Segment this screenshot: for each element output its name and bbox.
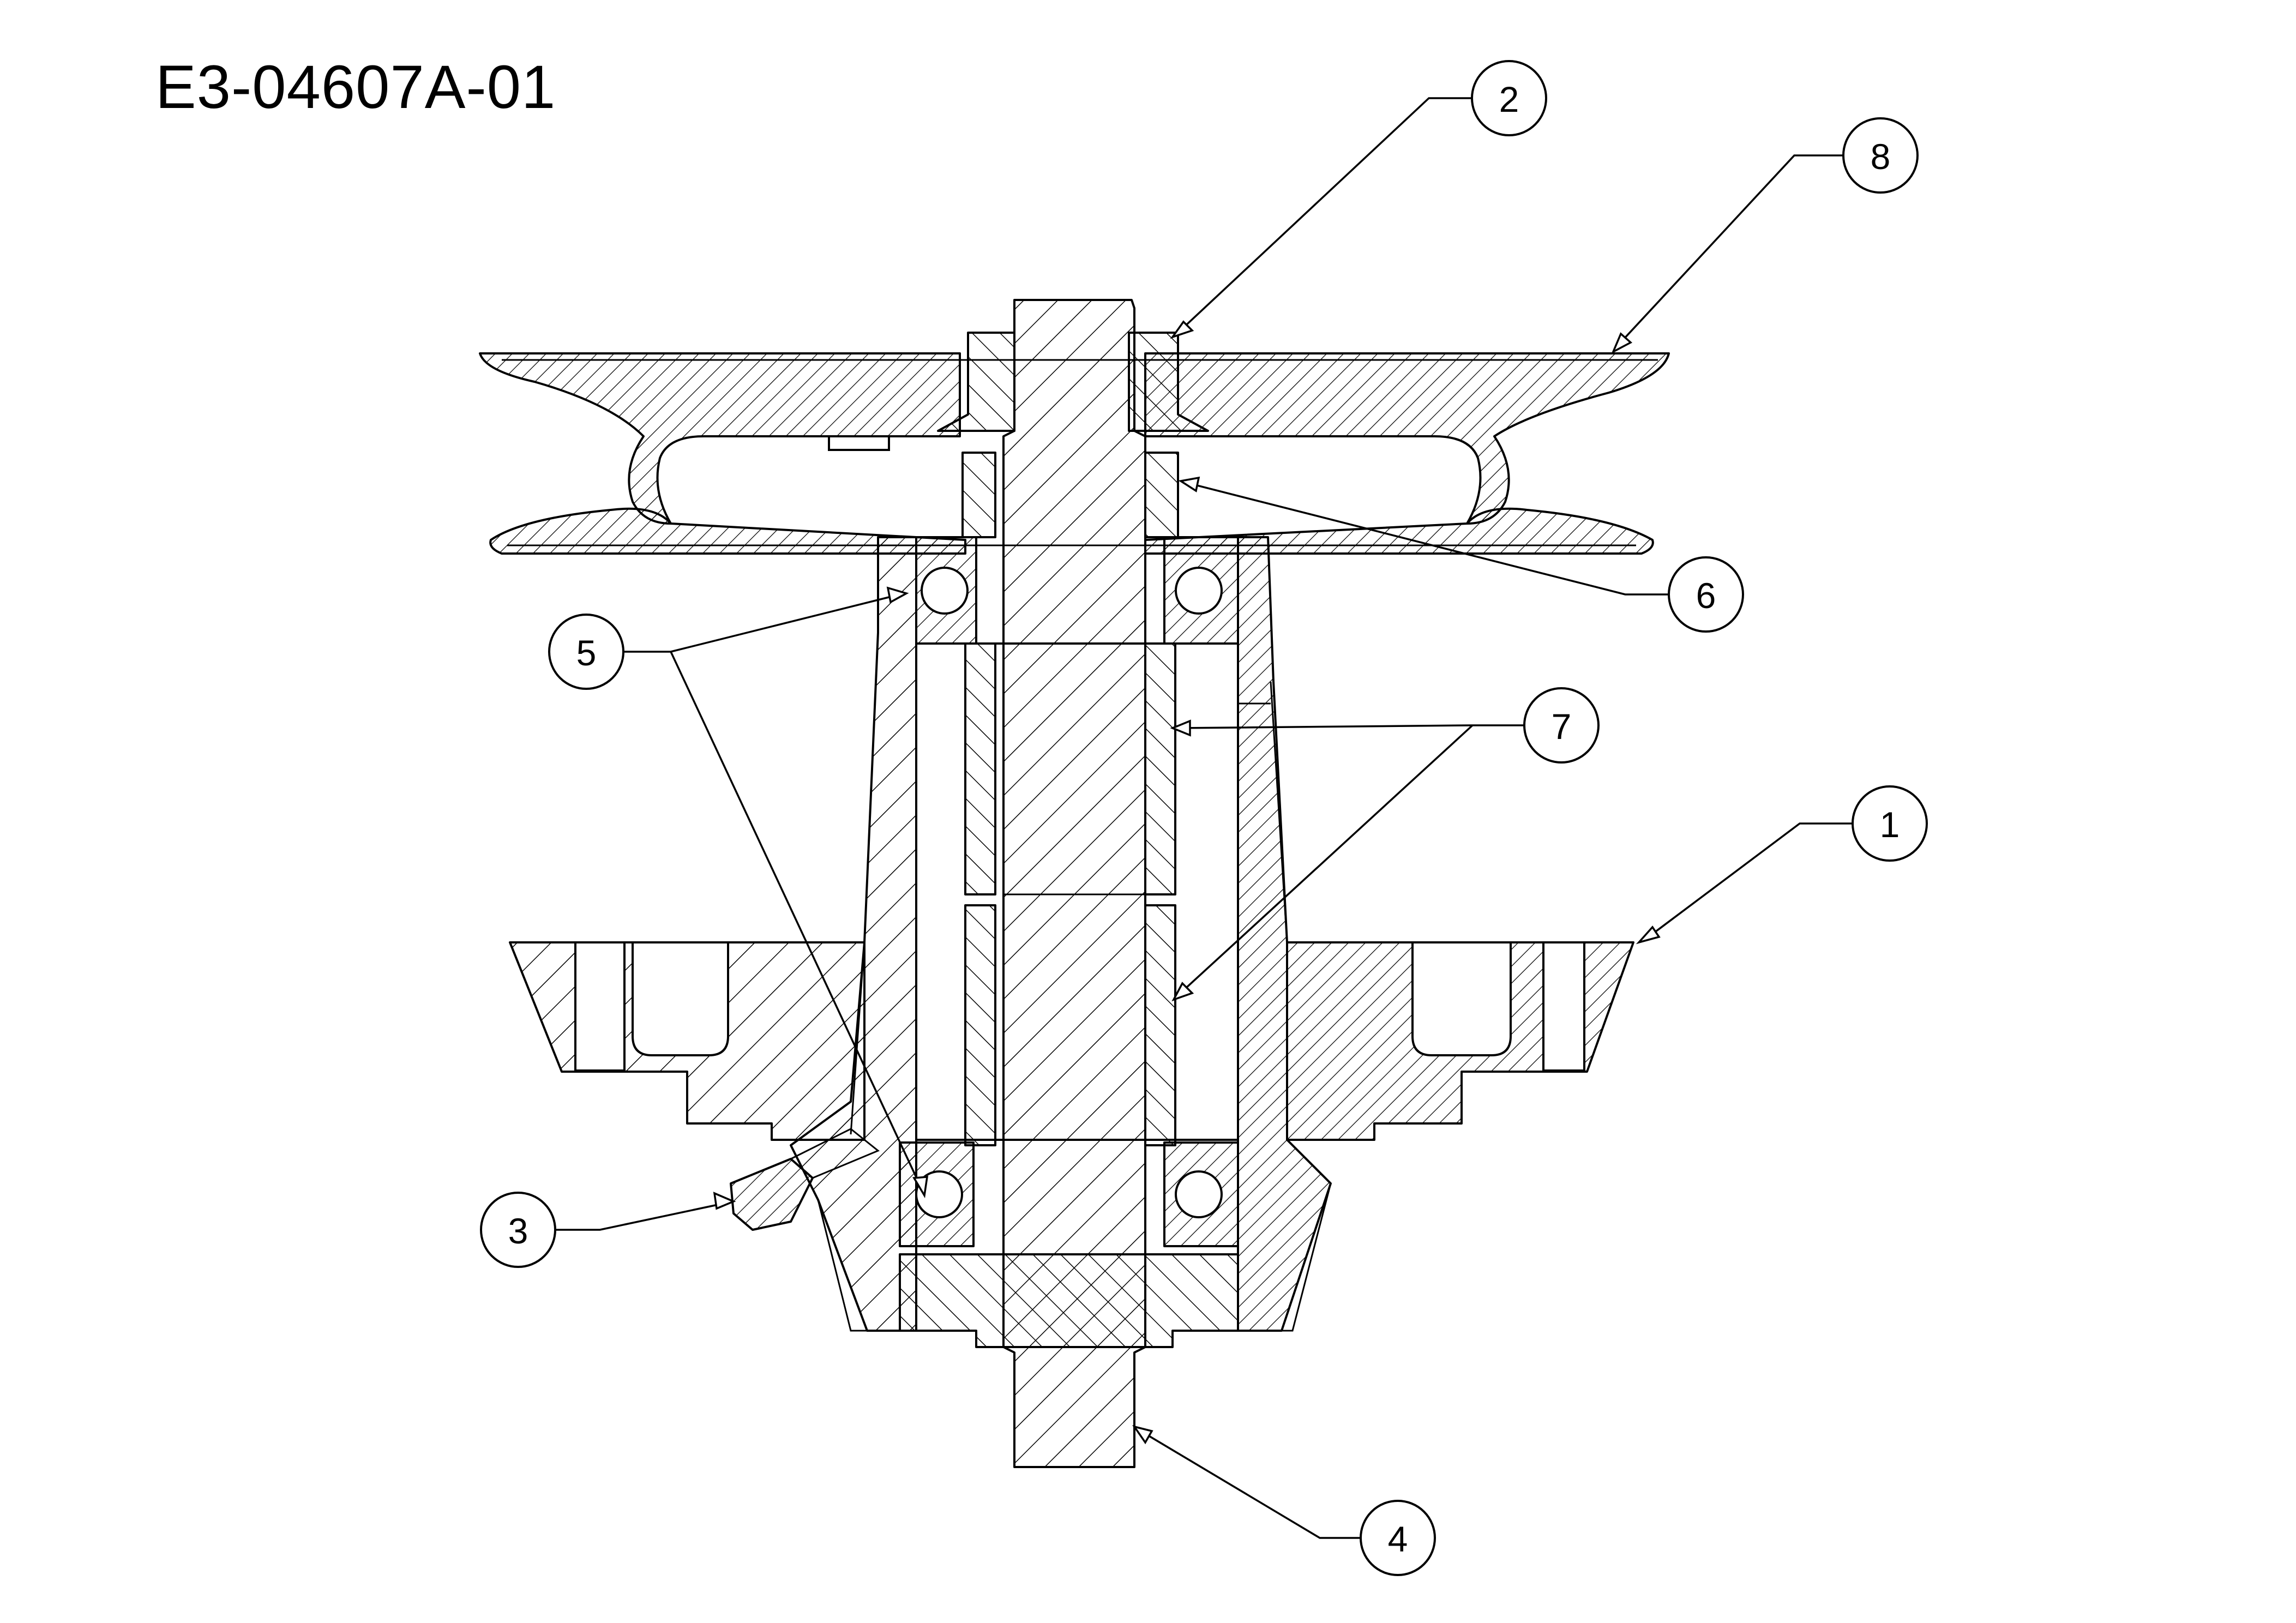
callout-2-label: 2 bbox=[1499, 79, 1519, 119]
hub-sleeve-right bbox=[1144, 452, 1179, 538]
housing-body-right bbox=[1237, 536, 1332, 1332]
bearing-upper-left bbox=[915, 536, 977, 645]
hub-sleeve-left bbox=[961, 452, 996, 538]
flange-pocket-right bbox=[1411, 941, 1512, 1056]
bearing-upper-right bbox=[1163, 536, 1239, 645]
spacer-right-lower bbox=[1144, 904, 1176, 1146]
bearing-lower-left bbox=[899, 1141, 975, 1247]
callout-3: 3 bbox=[480, 1192, 556, 1268]
pulley-lower-flange-right bbox=[1144, 507, 1654, 555]
bearing-ball bbox=[921, 567, 969, 615]
callout-8-label: 8 bbox=[1871, 136, 1891, 177]
pulley-lower-flange-left bbox=[489, 507, 966, 555]
callout-6: 6 bbox=[1668, 556, 1744, 633]
pulley-hub-left bbox=[937, 332, 1015, 432]
callout-4-label: 4 bbox=[1388, 1519, 1408, 1559]
callout-1-label: 1 bbox=[1880, 804, 1900, 845]
callout-1: 1 bbox=[1852, 785, 1928, 862]
bearing-ball bbox=[1175, 1170, 1223, 1218]
pulley-upper-flange-right bbox=[1144, 352, 1670, 525]
callout-5-label: 5 bbox=[576, 633, 597, 673]
pulley-upper-flange-left bbox=[479, 352, 961, 525]
pulley-web-slot bbox=[828, 435, 890, 451]
callout-3-label: 3 bbox=[508, 1211, 528, 1251]
flange-pocket-left bbox=[632, 941, 729, 1056]
callout-5: 5 bbox=[548, 614, 624, 690]
spacer-left-upper bbox=[964, 642, 996, 895]
flange-bolt-hole-left bbox=[574, 941, 626, 1072]
spindle-housing bbox=[509, 536, 1634, 1332]
spacer-left-lower bbox=[964, 904, 996, 1146]
callout-7-label: 7 bbox=[1552, 706, 1572, 747]
callout-8: 8 bbox=[1842, 117, 1919, 194]
callout-4: 4 bbox=[1360, 1500, 1436, 1576]
drawing-number: E3-04607A-01 bbox=[155, 53, 556, 121]
callout-7: 7 bbox=[1523, 687, 1600, 764]
grease-fitting bbox=[730, 1128, 880, 1231]
flange-bolt-hole-right bbox=[1542, 941, 1585, 1072]
spindle-shaft bbox=[1002, 299, 1146, 1468]
spacer-right-upper bbox=[1144, 642, 1176, 895]
bearing-ball bbox=[1175, 567, 1223, 615]
bearing-lower-right bbox=[1163, 1141, 1239, 1247]
callout-6-label: 6 bbox=[1696, 575, 1716, 616]
housing-body-left bbox=[790, 536, 917, 1332]
bearing-ball bbox=[915, 1170, 963, 1218]
pulley bbox=[479, 352, 1670, 555]
callout-2: 2 bbox=[1471, 60, 1547, 136]
